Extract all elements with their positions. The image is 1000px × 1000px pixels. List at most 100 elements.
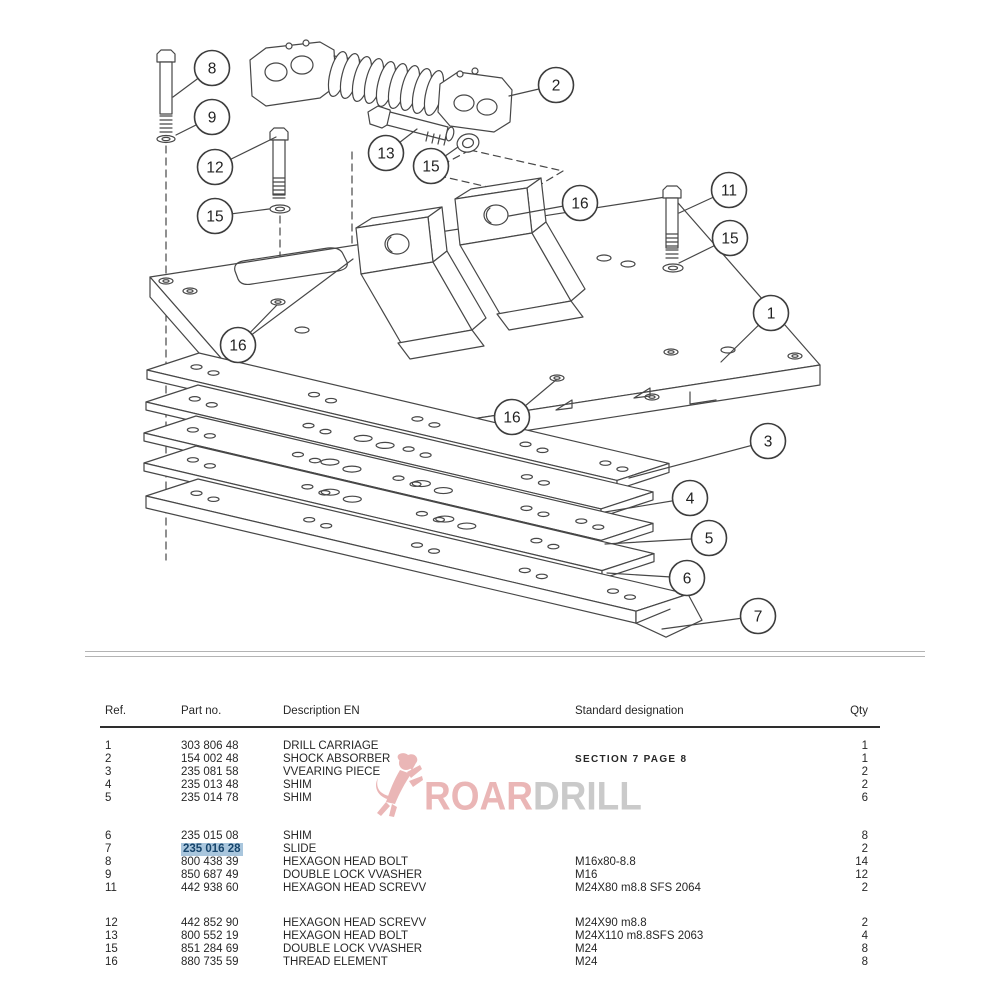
cell-qty: 2 [861,843,868,855]
callout-number: 13 [377,146,394,163]
cell-desc: HEXAGON HEAD SCREVV [283,882,427,894]
diagram-table-divider [85,651,925,652]
cell-ref: 7 [105,843,112,855]
cell-std: M24X90 m8.8 [575,917,647,929]
cell-desc: SHOCK ABSORBER [283,753,391,765]
table-row: 3 235 081 58 VVEARING PIECE 2 [0,766,1000,779]
stacked-plates-group [143,352,703,638]
cell-ref: 5 [105,792,112,804]
callout-8: 8 [172,49,231,98]
table-row: 4 235 013 48 SHIM 2 [0,779,1000,792]
callout-number: 15 [721,231,738,248]
cell-desc: HEXAGON HEAD BOLT [283,930,409,942]
callout-number: 15 [422,159,439,176]
cell-desc: THREAD ELEMENT [283,956,388,968]
callout-11: 11 [678,171,748,214]
callout-number: 3 [764,434,773,451]
callout-number: 15 [206,209,223,226]
table-row: 11 442 938 60 HEXAGON HEAD SCREVV M24X80… [0,882,1000,895]
cell-desc: VVEARING PIECE [283,766,381,778]
table-row: 5 235 014 78 SHIM 6 [0,792,1000,805]
cell-qty: 1 [861,740,868,752]
col-header-desc: Description EN [283,705,360,717]
part-double-lock-washer-15c [662,263,684,273]
callout-5: 5 [604,519,728,557]
cell-part: 442 938 60 [181,882,239,894]
table-row: 6 235 015 08 SHIM 8 [0,830,1000,843]
part-slide-7 [145,478,703,638]
cell-ref: 3 [105,766,112,778]
cell-std: M24 [575,956,598,968]
part-shock-absorber [249,39,513,133]
callout-15: 15 [412,146,459,185]
callout-number: 8 [208,61,217,78]
col-header-qty: Qty [850,705,868,717]
callout-2: 2 [508,66,575,104]
part-double-lock-washer-15b [456,133,480,153]
cell-std: M24X110 m8.8SFS 2063 [575,930,704,942]
callout-number: 5 [705,531,714,548]
table-row: 8 800 438 39 HEXAGON HEAD BOLT M16x80-8.… [0,856,1000,869]
callout-7: 7 [661,597,777,635]
cell-part: 851 284 69 [181,943,239,955]
cell-qty: 1 [861,753,868,765]
part-bracket-tower-right [454,177,586,331]
callout-6: 6 [606,559,706,597]
cell-part: 154 002 48 [181,753,239,765]
cell-std: M16x80-8.8 [575,856,636,868]
callout-3: 3 [628,422,787,479]
cell-desc: SLIDE [283,843,317,855]
cell-qty: 2 [861,882,868,894]
cell-ref: 11 [105,882,117,894]
col-header-std: Standard designation [575,705,684,717]
diagram-table-divider-2 [85,656,925,657]
part-hexagon-head-screw-11 [662,185,682,259]
callout-15: 15 [678,219,749,264]
callout-number: 16 [503,410,520,427]
cell-part: 850 687 49 [181,869,239,881]
cell-ref: 15 [105,943,118,955]
cell-desc: DOUBLE LOCK VVASHER [283,943,423,955]
cell-ref: 9 [105,869,112,881]
callout-number: 9 [208,110,217,127]
cell-part: 235 014 78 [181,792,239,804]
cell-desc: SHIM [283,830,312,842]
cell-part: 235 015 08 [181,830,239,842]
part-hexagon-head-screw-12 [269,127,289,199]
cell-qty: 2 [861,917,868,929]
callout-4: 4 [604,479,709,517]
cell-ref: 4 [105,779,112,791]
cell-desc: DOUBLE LOCK VVASHER [283,869,423,881]
cell-qty: 6 [861,792,868,804]
table-row: 13 800 552 19 HEXAGON HEAD BOLT M24X110 … [0,930,1000,943]
cell-qty: 8 [861,830,868,842]
part-hexagon-head-bolt-8 [156,49,176,133]
part-double-lock-washer-15a [269,204,291,214]
callout-number: 16 [571,196,588,213]
callout-number: 6 [683,571,692,588]
callout-16: 16 [493,379,557,436]
cell-ref: 16 [105,956,118,968]
callout-16: 16 [508,184,599,222]
callout-number: 4 [686,491,695,508]
cell-ref: 12 [105,917,118,929]
callout-1: 1 [720,294,790,363]
table-row: 9 850 687 49 DOUBLE LOCK VVASHER M16 12 [0,869,1000,882]
cell-part: 800 438 39 [181,856,239,868]
cell-desc: HEXAGON HEAD BOLT [283,856,409,868]
callout-13: 13 [367,128,418,172]
callout-16: 16 [219,258,354,364]
cell-desc: HEXAGON HEAD SCREVV [283,917,427,929]
part-double-lock-washer-9 [156,134,176,144]
cell-ref: 1 [105,740,112,752]
cell-part: 235 016 28 [181,843,243,856]
cell-part: 303 806 48 [181,740,239,752]
cell-qty: 8 [861,956,868,968]
table-row: 16 880 735 59 THREAD ELEMENT M24 8 [0,956,1000,969]
callout-9: 9 [175,98,231,136]
cell-std: M16 [575,869,598,881]
shock-absorber-spring [327,50,445,117]
